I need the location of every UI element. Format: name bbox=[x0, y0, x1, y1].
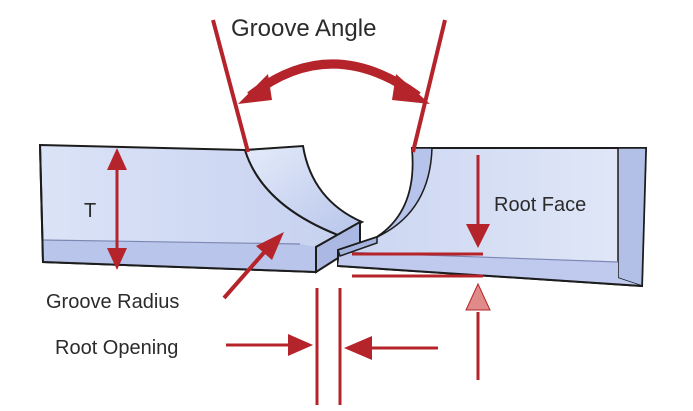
root-opening-indicator bbox=[226, 288, 438, 405]
groove-radius-pointer bbox=[222, 232, 284, 300]
left-plate bbox=[38, 143, 365, 274]
thickness-arrow bbox=[107, 148, 127, 270]
root-opening-label: Root Opening bbox=[55, 337, 178, 359]
right-plate bbox=[337, 147, 648, 288]
groove-angle-indicator bbox=[211, 19, 447, 153]
root-face-label: Root Face bbox=[494, 194, 586, 216]
root-face-arrows bbox=[352, 155, 491, 380]
groove-radius-label: Groove Radius bbox=[46, 291, 179, 313]
thickness-label: T bbox=[84, 200, 96, 222]
groove-angle-label: Groove Angle bbox=[231, 15, 376, 42]
